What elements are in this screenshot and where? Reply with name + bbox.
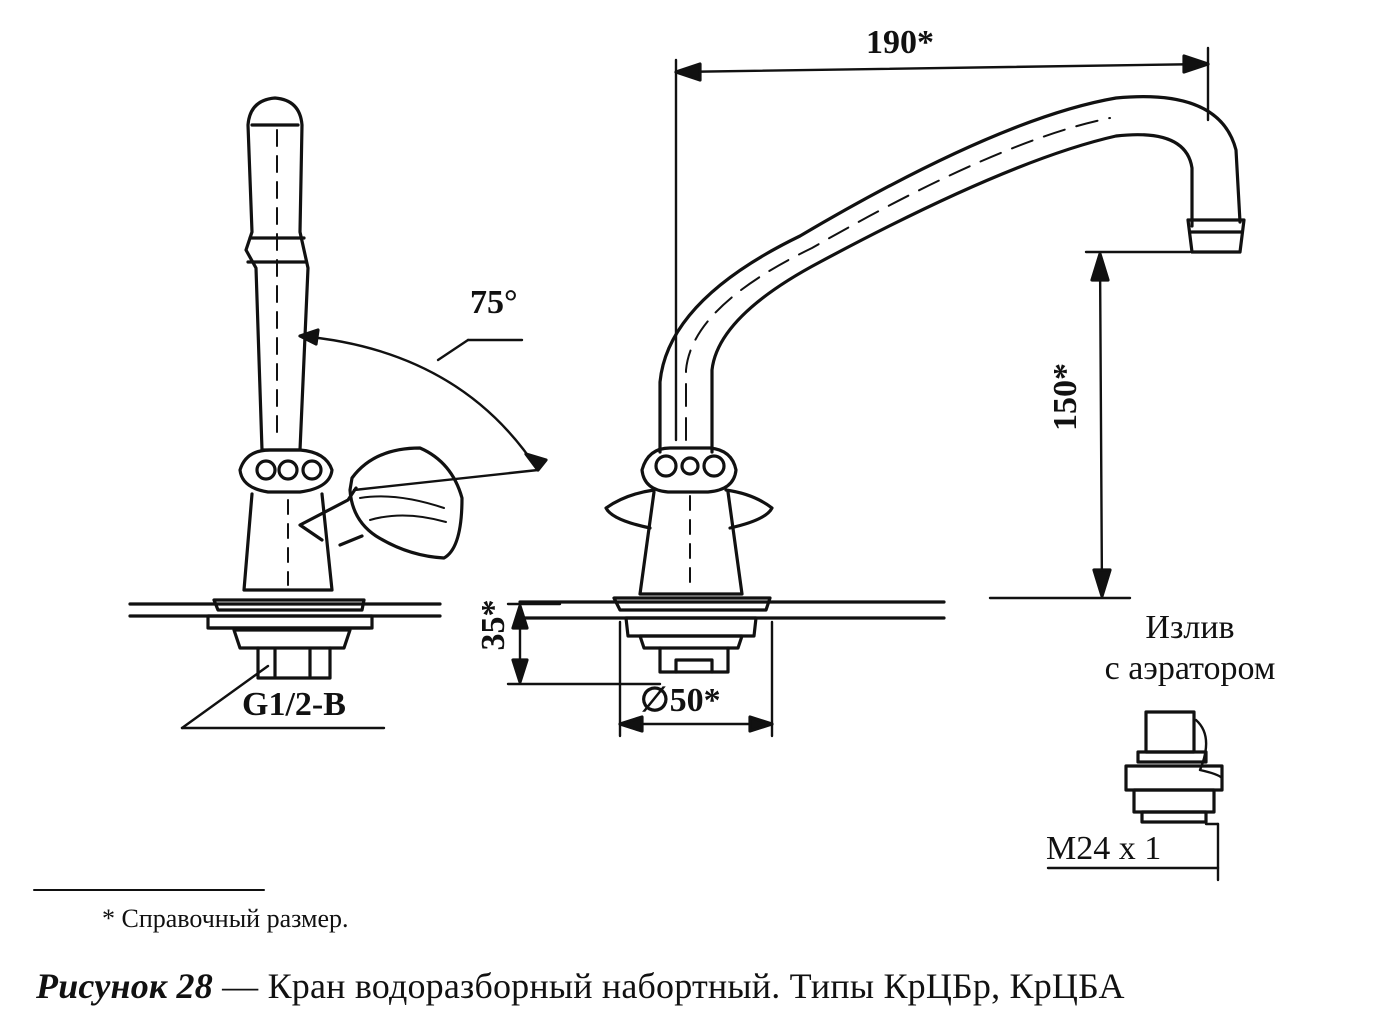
left-faucet-side-view xyxy=(128,96,548,730)
aerator-title-line1: Излив xyxy=(1145,609,1235,646)
base-height-label: 35* xyxy=(475,599,512,651)
aerator-title: Излив с аэратором xyxy=(1060,608,1320,690)
figure-caption: Рисунок 28 — Кран водоразборный набортны… xyxy=(36,968,1125,1004)
aerator-title-line2: с аэратором xyxy=(1104,649,1276,687)
spout-height-label: 150* xyxy=(1047,363,1084,431)
middle-faucet-front-view xyxy=(506,46,1246,738)
angle-label: 75° xyxy=(470,284,518,321)
thread-inlet-label: G1/2-B xyxy=(242,686,346,723)
footnote: * Справочный размер. xyxy=(102,904,349,933)
aerator-detail xyxy=(1046,710,1224,882)
reach-dimension-label: 190* xyxy=(866,24,934,61)
base-diameter-label: ∅50* xyxy=(640,682,721,719)
figure-number: Рисунок 28 xyxy=(36,966,213,1006)
aerator-thread-label: M24 x 1 xyxy=(1046,830,1162,867)
figure-caption-text: — Кран водоразборный набортный. Типы КрЦ… xyxy=(222,966,1125,1006)
